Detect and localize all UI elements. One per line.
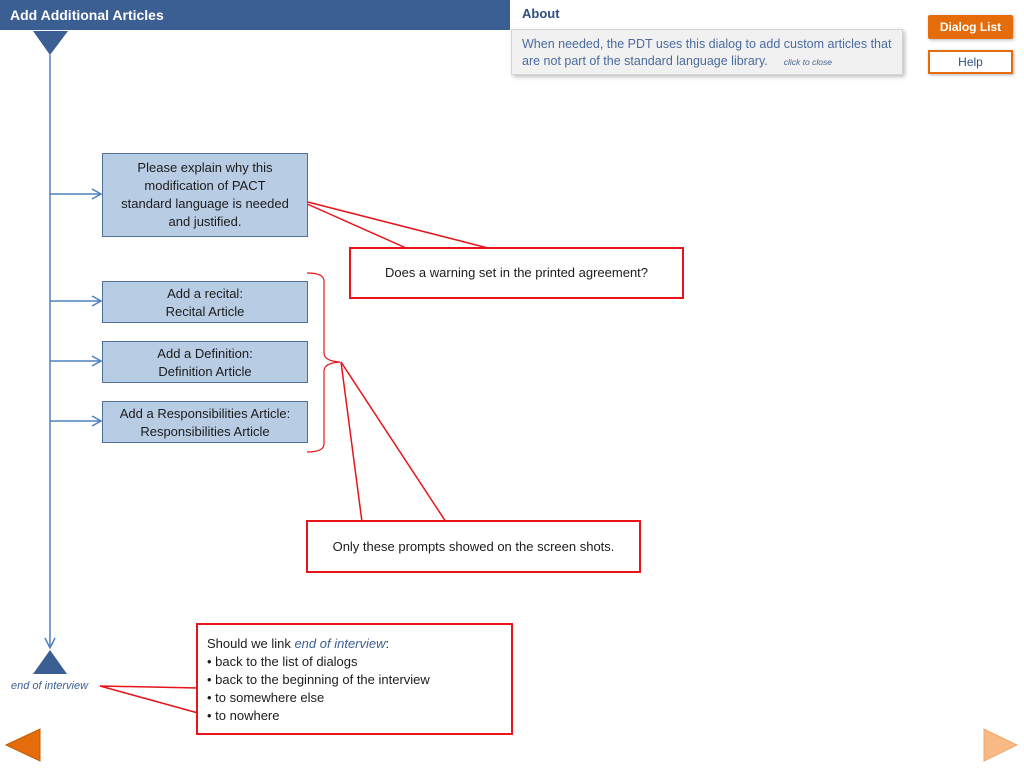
prompts-callout-text: Only these prompts showed on the screen … (332, 539, 615, 554)
box-line: Please explain why this (137, 160, 273, 175)
box-line: Add a Responsibilities Article: (119, 406, 291, 421)
box-line: standard language is needed (121, 196, 289, 211)
link-callout-tail (99, 685, 199, 714)
end-triangle (33, 650, 67, 674)
link-callout: Should we link end of interview: • back … (196, 623, 513, 735)
group-bracket (306, 272, 341, 453)
warning-callout-tail (295, 198, 489, 249)
title-bar: Add Additional Articles (0, 0, 510, 30)
branch-connector-1 (50, 188, 103, 200)
branch-connector-2 (50, 295, 103, 307)
dialog-list-button[interactable]: Dialog List (928, 15, 1013, 39)
link-callout-colon: : (385, 636, 390, 651)
end-of-interview-label[interactable]: end of interview (11, 680, 89, 692)
warning-callout: Does a warning set in the printed agreem… (349, 247, 684, 299)
flow-box-justification[interactable]: Please explain why this modification of … (102, 153, 308, 237)
about-heading: About (522, 6, 560, 21)
box-line: Add a Definition: (157, 346, 253, 361)
box-line: and justified. (168, 214, 242, 229)
flow-box-responsibilities[interactable]: Add a Responsibilities Article: Responsi… (102, 401, 308, 443)
link-callout-question: Should we link end of interview: (207, 635, 511, 653)
page-title: Add Additional Articles (10, 7, 164, 23)
branch-connector-3 (50, 355, 103, 367)
prompts-callout-tail (340, 361, 448, 523)
link-callout-intro: Should we link (207, 636, 295, 651)
about-text-block: When needed, the PDT uses this dialog to… (522, 36, 892, 71)
link-option: • back to the list of dialogs (207, 654, 358, 669)
link-option: • back to the beginning of the interview (207, 672, 430, 687)
link-option: • to somewhere else (207, 690, 325, 705)
branch-connector-4 (50, 415, 103, 427)
link-option: • to nowhere (207, 708, 280, 723)
click-to-close-link[interactable]: click to close (783, 57, 832, 67)
previous-arrow-icon (4, 728, 41, 762)
about-panel[interactable]: When needed, the PDT uses this dialog to… (511, 29, 903, 75)
box-line: Add a recital: (167, 286, 243, 301)
box-line: modification of PACT (144, 178, 266, 193)
flow-box-recital[interactable]: Add a recital: Recital Article (102, 281, 308, 323)
end-of-interview-ref: end of interview (294, 636, 386, 651)
prompts-callout: Only these prompts showed on the screen … (306, 520, 641, 573)
box-line: Definition Article (158, 364, 252, 379)
box-line: Recital Article (165, 304, 245, 319)
warning-callout-text: Does a warning set in the printed agreem… (384, 265, 649, 280)
end-arrowhead (44, 637, 56, 650)
next-arrow-icon (983, 728, 1019, 762)
start-triangle (33, 31, 68, 55)
help-button[interactable]: Help (928, 50, 1013, 74)
flow-box-definition[interactable]: Add a Definition: Definition Article (102, 341, 308, 383)
box-line: Responsibilities Article (140, 424, 270, 439)
about-description: When needed, the PDT uses this dialog to… (522, 37, 892, 68)
